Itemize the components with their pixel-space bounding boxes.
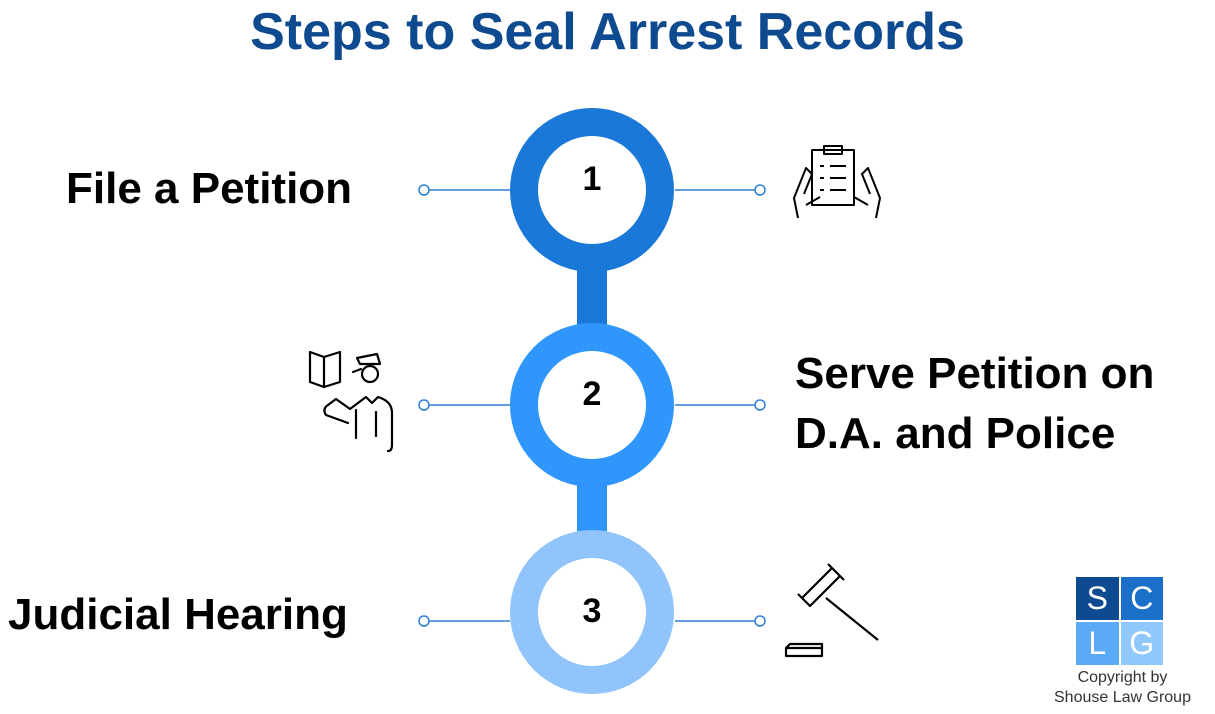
step-1-number: 1: [582, 160, 602, 198]
copyright-line-1: Copyright by: [1077, 669, 1168, 686]
step-2-label-line1: Serve Petition on: [795, 349, 1155, 398]
step-2-ring: [510, 323, 674, 487]
gavel-icon: [784, 563, 879, 658]
police-officer-with-document-icon: [308, 350, 394, 453]
step-3-number: 3: [582, 592, 602, 630]
logo-letter-c: C: [1120, 577, 1163, 620]
copyright-line-2: Shouse Law Group: [1054, 689, 1191, 706]
step-2-number: 2: [582, 375, 602, 413]
step-1-ring: [510, 108, 674, 272]
step-3-label: Judicial Hearing: [8, 590, 348, 639]
step-3-ring: [510, 530, 674, 694]
step-2-label-line2: D.A. and Police: [795, 409, 1116, 458]
leader-lines: [418, 184, 766, 627]
clipboard-in-hands-icon: [793, 145, 881, 219]
copyright-text: Copyright by Shouse Law Group: [1040, 668, 1205, 708]
logo-letter-s: S: [1076, 577, 1119, 620]
connector-1-2: [577, 270, 607, 330]
sclg-logo: S C L G: [1076, 577, 1163, 665]
logo-letter-g: G: [1120, 622, 1163, 665]
page-title: Steps to Seal Arrest Records: [250, 3, 965, 61]
step-1-label: File a Petition: [66, 164, 353, 213]
logo-letter-l: L: [1076, 622, 1119, 665]
